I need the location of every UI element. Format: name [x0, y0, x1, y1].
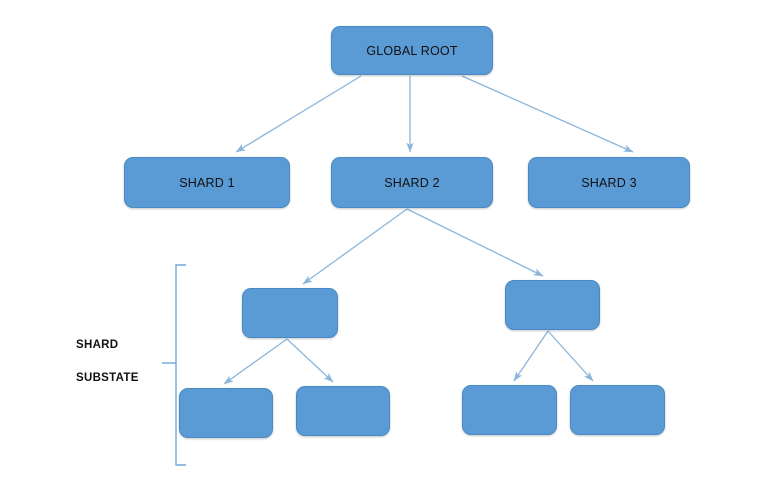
- edge-root-to-shard3: [461, 75, 634, 153]
- node-substate-leaf-1[interactable]: [179, 388, 273, 438]
- shard-substate-label-line2: SUBSTATE: [76, 372, 139, 384]
- node-substate-leaf-2[interactable]: [296, 386, 390, 436]
- node-substate-mid-left[interactable]: [242, 288, 338, 338]
- node-shard-2[interactable]: SHARD 2: [331, 157, 493, 208]
- node-global-root-label: GLOBAL ROOT: [366, 43, 458, 58]
- node-substate-leaf-3[interactable]: [462, 385, 557, 435]
- edge-shard2-to-mid_right: [406, 208, 544, 277]
- node-shard-1[interactable]: SHARD 1: [124, 157, 290, 208]
- node-substate-mid-right[interactable]: [505, 280, 600, 330]
- connector-lines: [223, 75, 634, 385]
- edge-shard2-to-mid_left: [302, 208, 408, 285]
- shard-substate-label-line1: SHARD: [76, 339, 119, 351]
- node-substate-leaf-4[interactable]: [570, 385, 665, 435]
- edge-root-to-shard1: [235, 75, 362, 153]
- shard-substate-bracket: [162, 264, 186, 466]
- edge-mid_left-to-leaf1: [223, 338, 288, 385]
- node-global-root[interactable]: GLOBAL ROOT: [331, 26, 493, 75]
- node-shard-3-label: SHARD 3: [581, 175, 637, 190]
- edge-mid_right-to-leaf4: [547, 330, 594, 382]
- node-shard-2-label: SHARD 2: [384, 175, 440, 190]
- node-shard-1-label: SHARD 1: [179, 175, 235, 190]
- bracket-spine: [175, 264, 186, 466]
- edge-mid_right-to-leaf3: [513, 330, 549, 382]
- node-shard-3[interactable]: SHARD 3: [528, 157, 690, 208]
- edge-mid_left-to-leaf2: [286, 338, 334, 383]
